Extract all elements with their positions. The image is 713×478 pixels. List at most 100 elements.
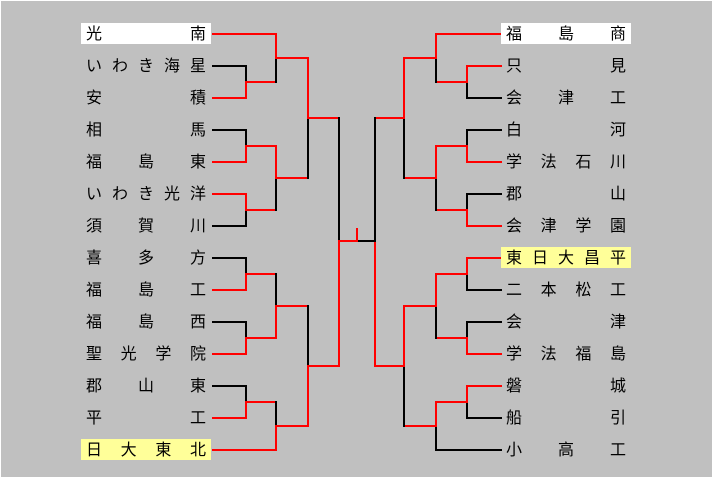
team-label: 福島東: [81, 151, 211, 172]
team-label: いわき光洋: [81, 183, 211, 204]
bracket-line: [245, 65, 247, 83]
bracket-line: [307, 305, 309, 367]
bracket-line: [466, 129, 502, 131]
bracket-line: [307, 365, 309, 427]
bracket-line: [245, 129, 247, 147]
bracket-line: [245, 257, 247, 275]
team-name-char: 工: [609, 280, 626, 299]
team-name-char: い: [86, 184, 103, 203]
bracket-line: [435, 145, 437, 179]
team-name-char: 川: [189, 216, 206, 235]
bracket-line: [466, 401, 468, 419]
team-name-char: 白: [506, 120, 523, 139]
bracket-line: [466, 353, 502, 355]
team-name-char: 島: [557, 24, 574, 43]
bracket-line: [466, 145, 468, 163]
bracket-line: [435, 33, 437, 59]
bracket-line: [466, 321, 468, 339]
bracket-line: [466, 257, 502, 259]
team-label: 会津: [501, 311, 631, 332]
bracket-line: [338, 117, 340, 242]
team-name-char: 津: [557, 88, 574, 107]
bracket-line: [307, 117, 309, 179]
bracket-line: [245, 145, 247, 163]
team-name-char: 高: [557, 440, 574, 459]
team-name-char: き: [137, 56, 154, 75]
bracket-line: [212, 257, 247, 259]
team-name-char: 郡: [506, 184, 523, 203]
team-name-char: 東: [506, 248, 523, 267]
bracket-line: [275, 145, 277, 179]
team-name-char: 福: [86, 152, 103, 171]
bracket-line: [275, 177, 309, 179]
team-name-char: 二: [506, 280, 523, 299]
bracket-line: [435, 401, 468, 403]
bracket-line: [435, 305, 437, 339]
team-label: 郡山: [501, 183, 631, 204]
bracket-line: [245, 401, 247, 419]
bracket-line: [356, 240, 376, 242]
bracket-line: [435, 273, 437, 307]
team-name-char: 川: [609, 152, 626, 171]
team-name-char: 積: [189, 88, 206, 107]
bracket-line: [466, 65, 468, 83]
bracket-line: [212, 193, 247, 195]
bracket-line: [275, 273, 277, 307]
bracket-line: [435, 177, 437, 211]
team-label: 日大東北: [81, 439, 211, 460]
team-name-char: わ: [111, 184, 128, 203]
team-name-char: 平: [609, 248, 626, 267]
team-name-char: 津: [540, 216, 557, 235]
bracket-line: [466, 97, 502, 99]
bracket-line: [466, 385, 468, 403]
team-name-char: 法: [540, 344, 557, 363]
bracket-line: [275, 425, 309, 427]
team-label: 磐城: [501, 375, 631, 396]
bracket-line: [435, 273, 468, 275]
team-label: いわき海星: [81, 55, 211, 76]
team-label: 郡山東: [81, 375, 211, 396]
team-name-char: 福: [575, 344, 592, 363]
team-name-char: 小: [506, 440, 523, 459]
bracket-line: [245, 81, 277, 83]
team-name-char: 福: [86, 280, 103, 299]
champion-tick-line: [356, 228, 358, 242]
bracket-line: [212, 289, 247, 291]
bracket-line: [245, 337, 247, 355]
team-name-char: 光: [163, 184, 180, 203]
team-name-char: 工: [609, 88, 626, 107]
team-name-char: 島: [137, 312, 154, 331]
team-name-char: 西: [189, 312, 206, 331]
team-label: 会津工: [501, 87, 631, 108]
bracket-line: [275, 177, 277, 211]
bracket-line: [435, 401, 437, 427]
bracket-line: [466, 417, 502, 419]
team-label: 福島工: [81, 279, 211, 300]
team-name-char: 商: [609, 24, 626, 43]
team-name-char: 光: [120, 344, 137, 363]
bracket-line: [212, 449, 277, 451]
team-label: 会津学園: [501, 215, 631, 236]
bracket-line: [466, 321, 502, 323]
team-label: 光南: [81, 23, 211, 44]
team-name-char: 馬: [189, 120, 206, 139]
bracket-line: [403, 117, 405, 179]
team-name-char: 洋: [189, 184, 206, 203]
team-name-char: わ: [111, 56, 128, 75]
team-label: 船引: [501, 407, 631, 428]
bracket-line: [374, 117, 405, 119]
bracket-line: [307, 57, 309, 119]
bracket-line: [275, 33, 277, 59]
bracket-line: [435, 33, 502, 35]
team-label: 二本松工: [501, 279, 631, 300]
bracket-line: [212, 33, 277, 35]
bracket-line: [466, 81, 468, 99]
bracket-line: [245, 145, 277, 147]
bracket-line: [466, 193, 502, 195]
team-name-char: 会: [506, 216, 523, 235]
bracket-line: [338, 240, 340, 367]
team-name-char: 方: [189, 248, 206, 267]
team-name-char: 北: [189, 440, 206, 459]
team-name-char: 島: [137, 280, 154, 299]
bracket-line: [435, 425, 437, 451]
